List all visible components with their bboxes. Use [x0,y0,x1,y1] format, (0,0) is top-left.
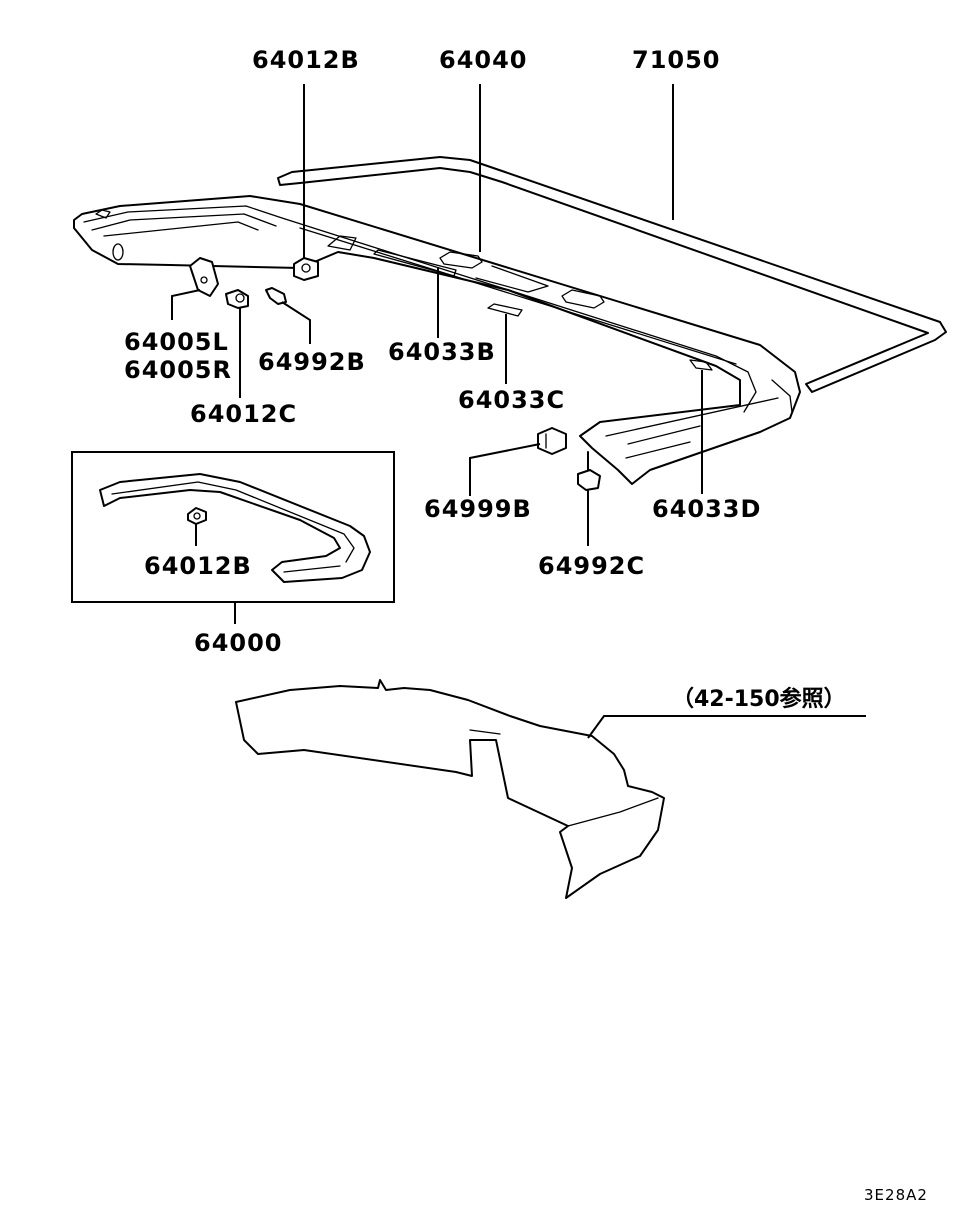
strip-64033C [487,303,523,317]
label-64033B: 64033B [388,338,496,366]
label-71050: 71050 [632,46,721,74]
label-64012C: 64012C [190,400,297,428]
grommet-64012C-icon [225,289,249,309]
inset-64000 [71,451,395,603]
label-64992B: 64992B [258,348,366,376]
spoiler-assembly [73,156,947,485]
label-64040: 64040 [439,46,528,74]
screw-64992B-icon [265,287,287,305]
label-64005R: 64005R [124,356,232,384]
nut-64012B-icon [293,257,319,281]
bumper-outline [235,679,665,899]
drawing-code: 3E28A2 [864,1186,928,1204]
label-64012B-top: 64012B [252,46,360,74]
slot-left [439,251,483,269]
clip-64999B-icon [537,427,567,455]
hardware [189,257,601,491]
inset-frame [71,451,395,603]
label-64999B: 64999B [424,495,532,523]
nut-64012B-inset-icon [187,507,207,525]
label-64992C: 64992C [538,552,645,580]
bumper-reference [235,679,665,899]
slot-right [561,289,605,309]
weatherstrip-71050 [277,156,947,393]
label-64000: 64000 [194,629,283,657]
garnish-64000 [99,473,371,583]
label-64033C: 64033C [458,386,565,414]
spoiler-body-64040 [73,195,801,485]
label-reference: （42-150参照） [672,686,846,712]
label-64005L: 64005L [124,328,229,356]
screw-64992C-icon [577,469,601,491]
label-64012B-inset: 64012B [144,552,252,580]
leader-lines [171,84,866,739]
strip-64033B [373,249,457,277]
clip-64033D [689,359,713,371]
labels: 64012B 64040 71050 64005L 64005R 64992B … [124,46,928,1204]
label-64033D: 64033D [652,495,761,523]
